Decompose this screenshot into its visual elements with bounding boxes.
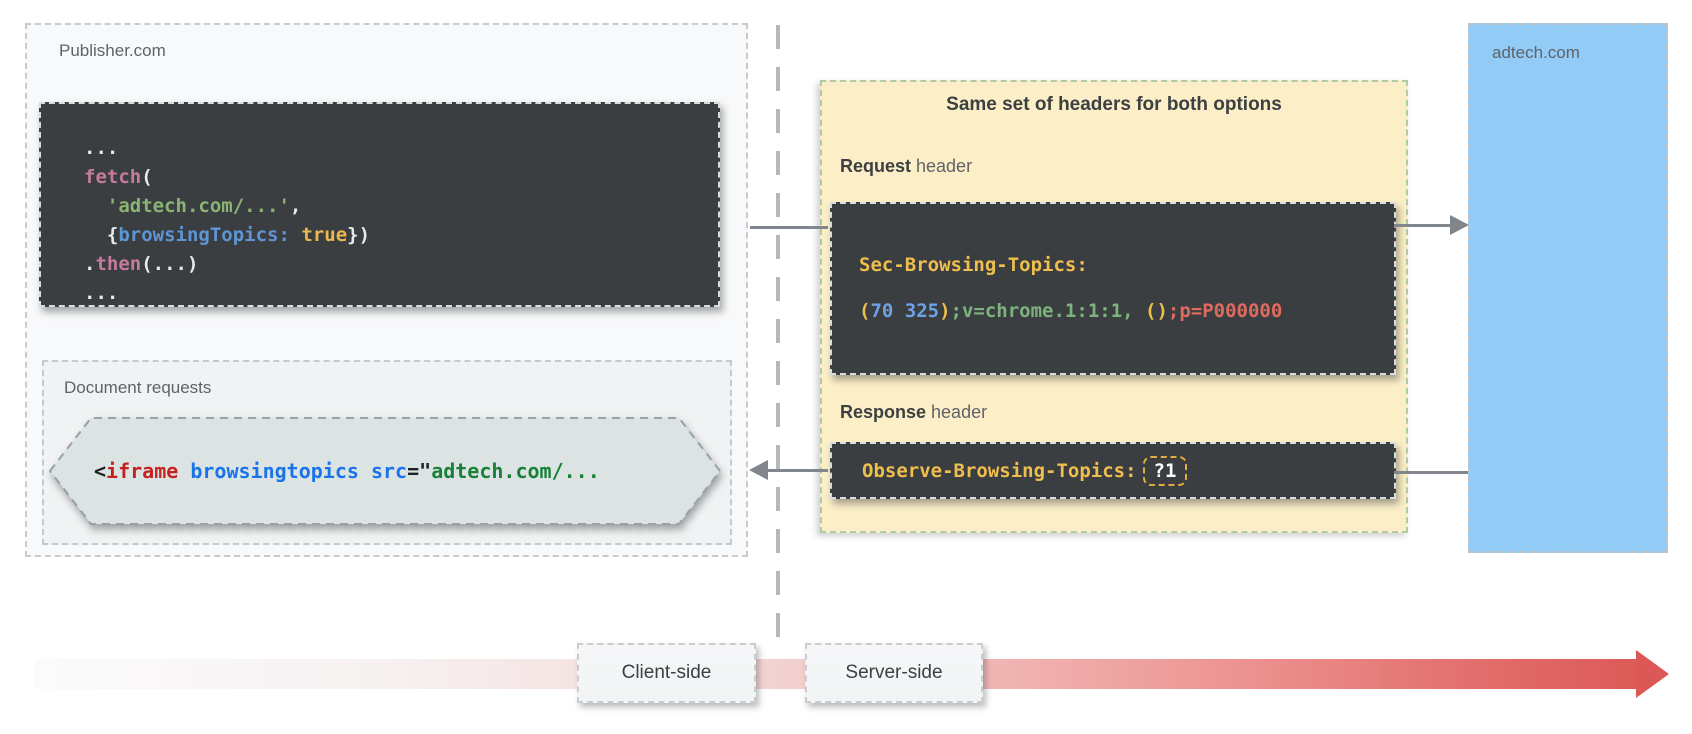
request-header-name: Sec-Browsing-Topics: (859, 254, 1088, 276)
code-line: 'adtech.com/...', (106, 195, 302, 217)
code-line: ... (84, 137, 119, 159)
request-header-label-rest: header (911, 156, 973, 176)
server-side-label: Server-side (805, 643, 983, 703)
document-requests-label: Document requests (64, 378, 212, 397)
left-arrowhead-icon (749, 460, 768, 480)
iframe-code-line: <iframe browsingtopics src="adtech.com/.… (94, 459, 600, 483)
response-header-value-badge: ?1 (1142, 455, 1188, 486)
publisher-label: Publisher.com (59, 41, 166, 60)
client-side-label: Client-side (577, 643, 756, 703)
response-to-publisher-connector (766, 469, 828, 472)
request-header-code-block: Sec-Browsing-Topics: (70 325);v=chrome.1… (830, 202, 1396, 375)
iframe-snippet-shape: <iframe browsingtopics src="adtech.com/.… (49, 416, 721, 526)
headers-panel: Same set of headers for both options Req… (820, 80, 1408, 533)
request-header-label-bold: Request (840, 156, 912, 176)
request-header-label: Request header (840, 156, 972, 177)
response-header-name: Observe-Browsing-Topics: (862, 459, 1137, 482)
request-to-adtech-connector (1394, 224, 1452, 227)
headers-panel-title: Same set of headers for both options (946, 94, 1282, 115)
code-line: fetch( (84, 166, 153, 188)
fetch-code-block: ... fetch( 'adtech.com/...', {browsingTo… (39, 102, 720, 307)
code-line: {browsingTopics: true}) (84, 224, 371, 246)
publisher-to-request-connector (750, 226, 828, 229)
response-header-label-rest: header (926, 402, 988, 422)
client-server-divider (776, 25, 780, 648)
response-header-label: Response header (840, 402, 987, 423)
adtech-to-response-connector (1394, 471, 1468, 474)
hexagon-shape (49, 417, 721, 525)
response-header-label-bold: Response (840, 402, 927, 422)
request-header-value: (70 325);v=chrome.1:1:1, ();p=P000000 (859, 300, 1283, 322)
adtech-label: adtech.com (1492, 43, 1580, 62)
timeline-arrowhead-icon (1636, 650, 1669, 698)
publisher-box: Publisher.com ... fetch( 'adtech.com/...… (25, 23, 748, 557)
code-line: ... (84, 282, 119, 304)
response-header-code-block: Observe-Browsing-Topics: ?1 (830, 442, 1396, 499)
adtech-box: adtech.com (1468, 23, 1668, 553)
code-line: .then(...) (84, 253, 199, 275)
right-arrowhead-icon (1450, 215, 1469, 235)
document-requests-box: Document requests <iframe browsingtopics… (42, 360, 732, 545)
